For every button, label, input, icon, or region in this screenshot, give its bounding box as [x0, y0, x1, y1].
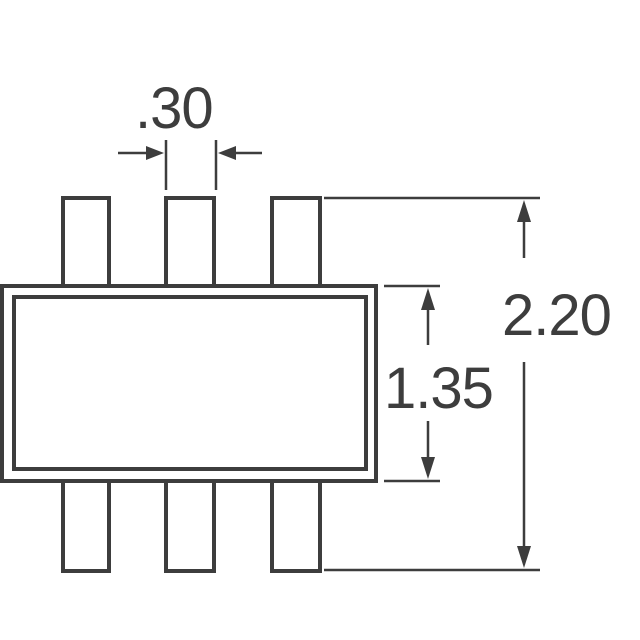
bottom-pin-3	[270, 479, 322, 573]
top-pin-1	[61, 196, 111, 288]
top-pin-2	[164, 196, 216, 288]
arrow-down-icon	[421, 457, 435, 479]
body-height-label: 1.35	[384, 356, 493, 421]
arrow-left-icon	[218, 146, 236, 160]
arrow-right-icon	[146, 146, 164, 160]
top-pin-3	[270, 196, 322, 288]
bottom-pin-1	[61, 479, 111, 573]
arrow-up-icon	[517, 200, 531, 222]
arrow-up-icon	[421, 288, 435, 310]
arrow-down-icon	[517, 546, 531, 568]
pin-width-label: .30	[135, 76, 213, 141]
package-body-inner	[12, 295, 368, 471]
bottom-pin-2	[164, 479, 216, 573]
package-body-outer	[0, 284, 378, 483]
overall-height-label: 2.20	[502, 283, 611, 348]
